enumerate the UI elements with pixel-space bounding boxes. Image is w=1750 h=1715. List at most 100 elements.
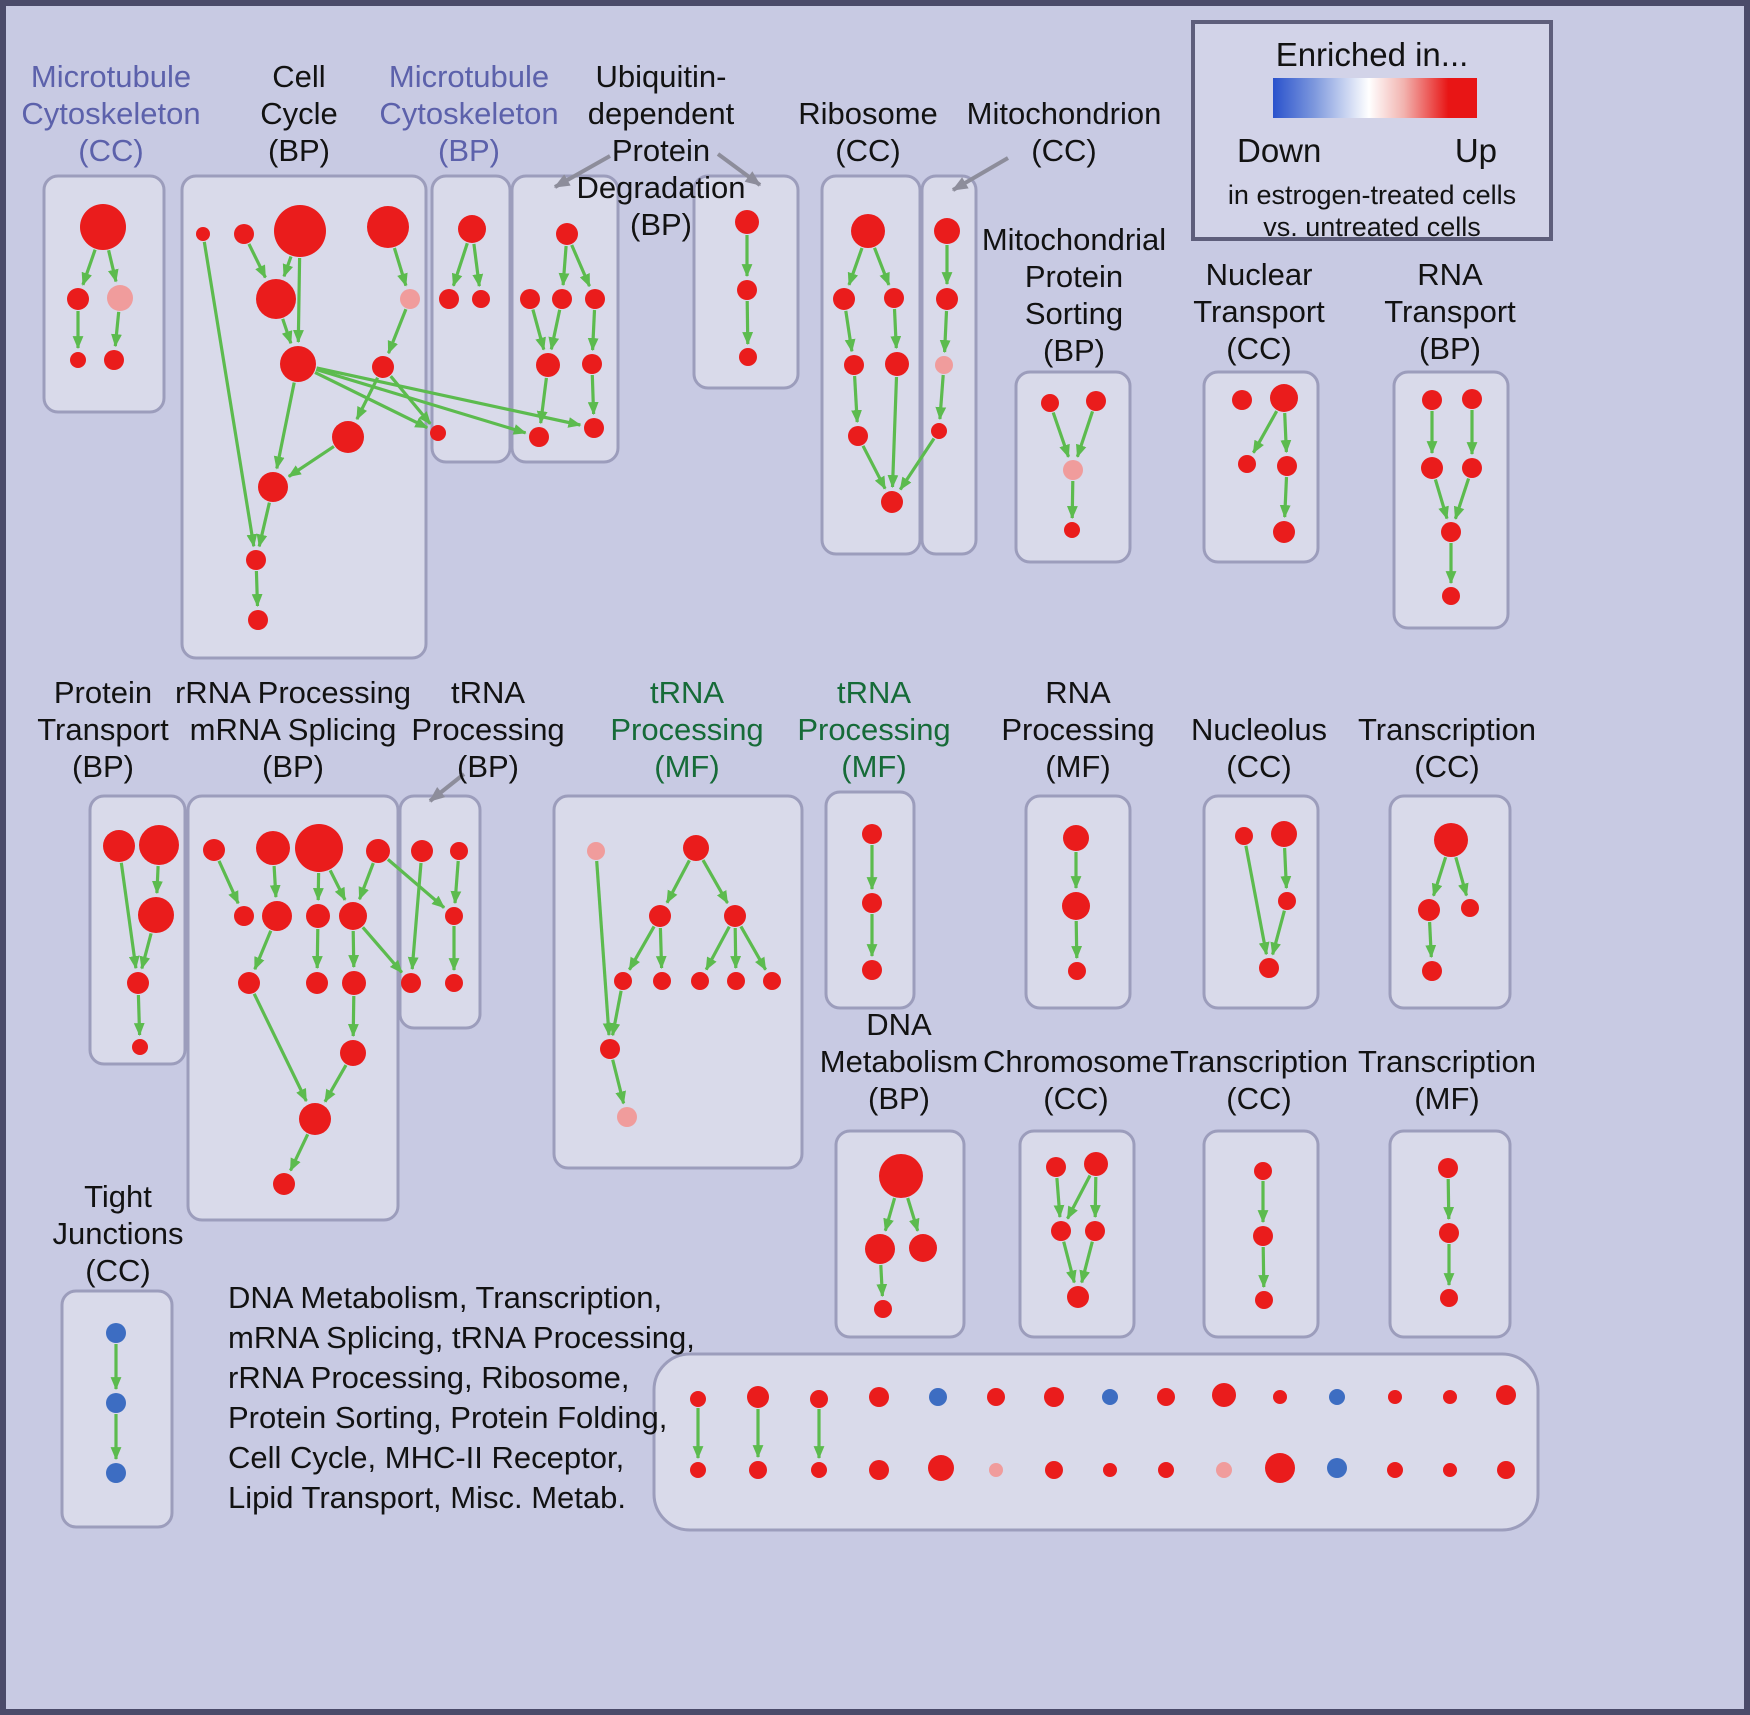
edge-dm2-dm4 <box>876 1264 888 1298</box>
edge-tm1-tm10 <box>595 860 614 1037</box>
node-mb4 <box>430 425 446 441</box>
node-u13 <box>1388 1390 1402 1404</box>
cluster-label-rna-processing-mf: RNA Processing (MF) <box>1001 675 1155 784</box>
node-pt3 <box>138 897 174 933</box>
cluster-label-nuclear-transport: Nuclear Transport (CC) <box>1193 257 1325 366</box>
edge-mc1-mc2 <box>81 249 97 286</box>
node-ua4 <box>585 289 605 309</box>
edge-tm5-tm10 <box>609 990 623 1037</box>
node-ua6 <box>582 354 602 374</box>
edge-mi2-mi3 <box>939 310 951 354</box>
node-rt6 <box>1442 587 1460 605</box>
node-d8 <box>1103 1463 1117 1477</box>
cluster-label-transcription-mf: Transcription (MF) <box>1357 1044 1537 1116</box>
cluster-box-rna-transport <box>1392 370 1510 630</box>
node-d14 <box>1443 1463 1457 1477</box>
node-rr8 <box>339 902 367 930</box>
node-tb3 <box>401 973 421 993</box>
node-t3c <box>1255 1291 1273 1309</box>
edge-tb1-tb3 <box>407 862 423 971</box>
node-tj1 <box>106 1323 126 1343</box>
edge-nt4-nt5 <box>1279 476 1291 519</box>
legend-title: Enriched in... <box>1275 36 1469 73</box>
node-ms3 <box>1063 460 1083 480</box>
cluster-label-dna-metabolism: DNA Metabolism (BP) <box>819 1007 979 1116</box>
node-rr10 <box>306 972 328 994</box>
cluster-box-ribosome <box>820 174 922 556</box>
callout-arrow-3 <box>951 156 1010 192</box>
node-ch2 <box>1084 1152 1108 1176</box>
cluster-label-transcription-cc-1: Transcription (CC) <box>1357 712 1537 784</box>
node-t2b <box>1418 899 1440 921</box>
node-u8 <box>1102 1389 1118 1405</box>
node-tn3 <box>862 960 882 980</box>
node-t2d <box>1422 961 1442 981</box>
node-tm5 <box>614 972 632 990</box>
edge-ua2-ua5 <box>531 309 546 351</box>
legend: Enriched in... Down Up in estrogen-treat… <box>1191 20 1553 242</box>
node-rb1 <box>851 214 885 248</box>
node-d1 <box>690 1462 706 1478</box>
edge-nu3-nu4 <box>1270 910 1286 956</box>
node-t4b <box>1439 1223 1459 1243</box>
node-rb2 <box>833 288 855 310</box>
node-rt1 <box>1422 390 1442 410</box>
edge-ua5-ua7 <box>536 377 548 425</box>
node-tm4 <box>724 905 746 927</box>
cluster-label-chromosome: Chromosome (CC) <box>982 1044 1170 1116</box>
cluster-box-chromosome <box>1018 1129 1136 1339</box>
node-tm3 <box>649 905 671 927</box>
node-ch4 <box>1085 1221 1105 1241</box>
cluster-label-ubiquitin-bp-1: Ubiquitin- dependent Protein Degradation… <box>576 59 746 242</box>
node-cc8 <box>372 356 394 378</box>
node-rr4 <box>366 839 390 863</box>
node-mi3 <box>935 356 953 374</box>
node-ms2 <box>1086 391 1106 411</box>
node-rr3 <box>295 824 343 872</box>
cluster-label-microtubule-bp: Microtubule Cytoskeleton (BP) <box>379 59 559 168</box>
edge-rr6-rr9 <box>253 930 273 971</box>
edge-rb5-rb7 <box>887 376 899 489</box>
edge-rb3-rb5 <box>890 308 902 350</box>
node-tm9 <box>763 972 781 990</box>
cluster-box-microtubule-cc <box>42 174 166 414</box>
node-mi4 <box>931 423 947 439</box>
node-pt5 <box>132 1039 148 1055</box>
edge-cc6-cc8 <box>387 308 408 355</box>
node-rb7 <box>881 491 903 513</box>
node-tm1 <box>587 842 605 860</box>
edge-rr11-rr12 <box>347 995 359 1038</box>
node-rp3 <box>1068 962 1086 980</box>
edge-ch4-ch5 <box>1079 1241 1094 1284</box>
edge-mb1-mb3 <box>472 243 484 288</box>
node-u12 <box>1329 1389 1345 1405</box>
node-dm4 <box>874 1300 892 1318</box>
node-cc10 <box>258 472 288 502</box>
edge-nt2-nt4 <box>1280 412 1292 454</box>
node-rr6 <box>262 901 292 931</box>
edge-rb1-rb2 <box>847 247 864 286</box>
node-u6 <box>987 1388 1005 1406</box>
edge-t3b-t3c <box>1258 1246 1270 1289</box>
node-rt5 <box>1441 522 1461 542</box>
node-pt1 <box>103 830 135 862</box>
edge-tm2-tm4 <box>701 859 729 904</box>
cluster-box-transcription-cc-1 <box>1388 794 1512 1010</box>
edge-nu2-nu3 <box>1280 847 1292 890</box>
node-ms4 <box>1064 522 1080 538</box>
node-t2c <box>1461 899 1479 917</box>
node-rb5 <box>885 352 909 376</box>
node-d3 <box>811 1462 827 1478</box>
edge-t2a-t2c <box>1454 856 1469 897</box>
node-d11 <box>1265 1453 1295 1483</box>
legend-gradient-bar <box>1273 78 1477 118</box>
edge-tm2-tm3 <box>665 859 691 904</box>
edge-rb4-rb6 <box>851 375 862 424</box>
node-rb6 <box>848 426 868 446</box>
edge-tm3-tm6 <box>655 927 667 970</box>
node-ub2 <box>737 280 757 300</box>
node-rp1 <box>1063 825 1089 851</box>
cluster-label-rrna-processing-mrna-splicing: rRNA Processing mRNA Splicing (BP) <box>174 675 412 784</box>
node-d15 <box>1497 1461 1515 1479</box>
node-cc6 <box>400 289 420 309</box>
